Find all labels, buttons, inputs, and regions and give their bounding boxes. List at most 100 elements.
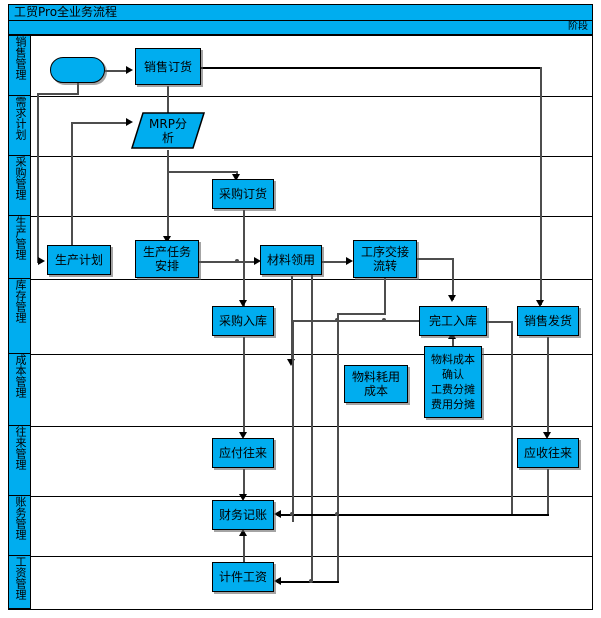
lane-label-text: 成本管理 — [14, 354, 27, 398]
edge-op-transfer-bracket — [337, 313, 386, 315]
edge-start-down — [77, 83, 79, 94]
edge-ap-to-gl — [243, 469, 245, 494]
edge-down-to-ship — [540, 67, 542, 305]
lane-label-cost: 成本管理 — [9, 354, 31, 426]
edge-start-left — [37, 93, 79, 95]
node-label: 应付往来 — [218, 446, 267, 460]
node-production-plan[interactable]: 生产计划 — [47, 245, 111, 275]
node-material-issue[interactable]: 材料领用 — [260, 245, 322, 275]
edge-cost-feed — [292, 320, 420, 322]
node-mrp-analysis[interactable]: MRP分 析 — [131, 112, 205, 149]
edge-ar-down — [547, 469, 549, 514]
node-accounts-receivable[interactable]: 应收往来 — [517, 438, 579, 468]
node-production-task[interactable]: 生产任务 安排 — [135, 240, 199, 278]
arrow-head — [448, 295, 456, 302]
junction-dot — [335, 512, 339, 516]
edge-op-transfer-right — [417, 258, 453, 260]
junction-dot — [290, 512, 294, 516]
arrow-head — [239, 300, 247, 307]
arrow-head — [536, 300, 544, 307]
node-label: 财务记账 — [218, 508, 267, 522]
node-purchase-receipt[interactable]: 采购入库 — [212, 306, 274, 336]
node-label: 生产任务 安排 — [142, 245, 191, 273]
edge-start-to-sales-order — [105, 70, 127, 72]
node-cost-confirmation[interactable]: 物料成本 确认 工费分摊 费用分摊 — [424, 346, 482, 418]
edge-po-to-pur-receipt — [243, 210, 245, 306]
edge-sales-order-right — [201, 67, 541, 69]
edge-pur-receipt-to-ap — [243, 337, 245, 434]
node-start[interactable] — [50, 57, 105, 83]
edge-down-to-fg-receipt — [452, 258, 454, 300]
node-label: 采购入库 — [218, 314, 267, 328]
node-label: 采购订货 — [218, 187, 267, 201]
lane-separator — [31, 216, 592, 217]
edge-prod-task-to-mat-issue — [199, 261, 255, 263]
page-title: 工贸Pro全业务流程 — [14, 5, 118, 19]
node-label: 物料耗用 成本 — [351, 370, 400, 398]
edge-mrp-to-po — [167, 171, 237, 173]
node-accounts-payable[interactable]: 应付往来 — [212, 438, 274, 468]
junction-dot — [235, 259, 239, 263]
arrow-head — [232, 174, 240, 181]
edge-mrp-down — [167, 150, 169, 278]
lane-label-ar-ap: 往来管理 — [9, 426, 31, 496]
arrow-head — [38, 257, 45, 265]
node-label: 材料领用 — [266, 253, 315, 267]
arrow-head — [254, 257, 261, 265]
node-label: 物料成本 确认 工费分摊 费用分摊 — [431, 353, 475, 411]
junction-dot — [309, 579, 313, 583]
lane-separator — [31, 96, 592, 97]
lane-label-inventory: 库存管理 — [9, 279, 31, 354]
arrow-head — [239, 529, 247, 536]
stage-label: 阶段 — [568, 21, 588, 32]
lane-label-demand: 需求计划 — [9, 96, 31, 156]
node-label: 应收往来 — [523, 446, 572, 460]
arrow-head — [274, 577, 281, 585]
lane-label-text: 生产管理 — [14, 216, 27, 260]
edge-rails-to-gl — [277, 514, 339, 516]
node-label: 销售订货 — [143, 59, 192, 74]
edge-ship-to-ar — [547, 337, 549, 434]
lane-label-text: 工资管理 — [14, 556, 27, 600]
edge-prod-plan-to-mrp — [71, 122, 127, 124]
stage-header-bar: 阶段 — [8, 21, 593, 35]
edge-fg-receipt-right — [487, 321, 512, 323]
arrow-head — [543, 432, 551, 439]
lane-label-purchase: 采购管理 — [9, 156, 31, 216]
node-sales-order[interactable]: 销售订货 — [135, 48, 201, 85]
edge-rail-left-a — [292, 320, 294, 522]
parallelogram-shape — [131, 112, 205, 149]
edge-piece-wage-to-gl — [243, 533, 245, 563]
arrow-head — [239, 494, 247, 501]
edge-rail-left-c — [337, 320, 339, 582]
lane-label-text: 销售管理 — [14, 36, 27, 80]
node-label: 生产计划 — [54, 253, 103, 267]
lane-label-accounting: 账务管理 — [9, 496, 31, 556]
node-material-consumption-cost[interactable]: 物料耗用 成本 — [344, 365, 408, 403]
node-label: 完工入库 — [428, 314, 477, 328]
lane-label-sales: 销售管理 — [9, 36, 31, 96]
edge-start-to-prod-plan — [37, 93, 39, 261]
arrow-head — [346, 257, 353, 265]
lane-label-text: 往来管理 — [14, 426, 27, 470]
node-financial-accounting[interactable]: 财务记账 — [212, 500, 274, 530]
window-title-bar: 工贸Pro全业务流程 — [8, 4, 593, 21]
edge-prod-plan-up — [71, 122, 73, 247]
swimlane-frame: 销售管理 需求计划 采购管理 生产管理 库存管理 成本管理 往来管理 账务管理 … — [8, 35, 593, 610]
node-purchase-order[interactable]: 采购订货 — [212, 179, 274, 209]
lane-label-text: 采购管理 — [14, 156, 27, 200]
node-label: MRP分 析 — [149, 116, 187, 145]
node-sales-shipment[interactable]: 销售发货 — [517, 306, 579, 336]
lane-label-text: 库存管理 — [14, 279, 27, 323]
edge-op-transfer-down — [384, 276, 386, 314]
node-finished-goods-receipt[interactable]: 完工入库 — [419, 306, 487, 336]
lane-separator — [31, 156, 592, 157]
node-label: 销售发货 — [523, 314, 572, 328]
arrow-head — [126, 118, 133, 126]
node-operation-transfer[interactable]: 工序交接 流转 — [353, 240, 417, 278]
lane-label-text: 账务管理 — [14, 496, 27, 540]
arrow-head — [163, 236, 171, 243]
node-piecework-wage[interactable]: 计件工资 — [212, 562, 274, 592]
lane-label-production: 生产管理 — [9, 216, 31, 279]
